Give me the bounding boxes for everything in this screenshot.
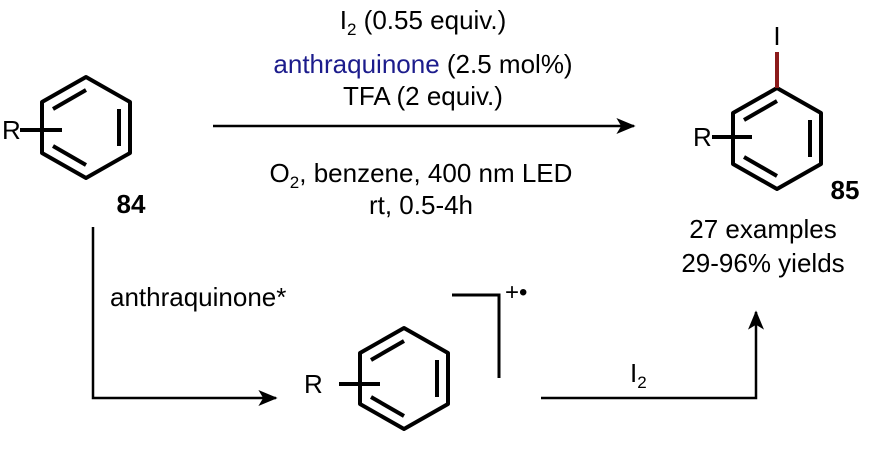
pathway-arrow-to-radical-cation: [91, 227, 278, 406]
substituent-r-85: R: [693, 122, 712, 152]
compound-label-85: 85: [831, 175, 860, 205]
condition-line-2: rt, 0.5-4h: [369, 190, 473, 220]
charge-bracket: [452, 293, 501, 378]
compound-label-84: 84: [117, 189, 146, 219]
substituent-r-intermediate: R: [304, 369, 323, 399]
reagent-catalyst: anthraquinone (2.5 mol%): [273, 49, 572, 79]
condition-line-1: O2, benzene, 400 nm LED: [270, 158, 573, 192]
starting-material-benzene: [20, 75, 132, 180]
reagent-acid: TFA (2 equiv.): [343, 81, 503, 111]
iodine-step-label: I2: [630, 358, 647, 392]
substituent-r-84: R: [2, 115, 21, 145]
radical-cation-charge: +•: [505, 279, 527, 306]
iodine-atom: I: [773, 21, 780, 51]
reagent-iodine: I2 (0.55 equiv.): [340, 5, 507, 39]
product-iodobenzene: [712, 86, 823, 191]
pathway-arrow-to-product: [541, 310, 764, 400]
product-yields: 29-96% yields: [681, 248, 844, 278]
excited-catalyst-label: anthraquinone*: [110, 282, 286, 312]
radical-cation-benzene: [339, 326, 450, 431]
product-examples: 27 examples: [689, 214, 836, 244]
